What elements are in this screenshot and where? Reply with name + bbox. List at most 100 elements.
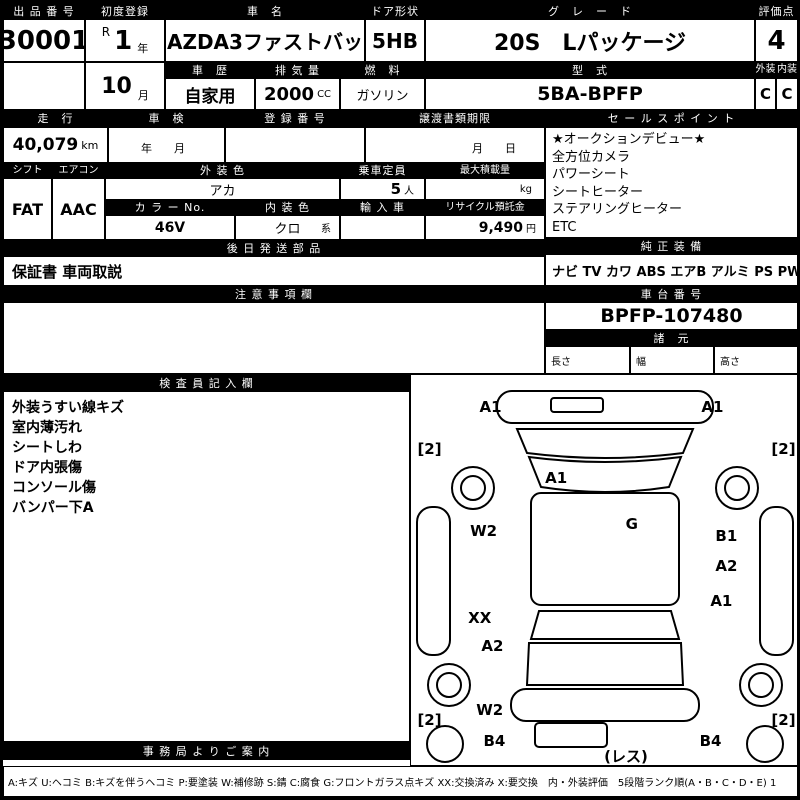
damage-mark: B4 bbox=[483, 732, 506, 751]
left-rear-wheel bbox=[427, 663, 471, 707]
sales-point-item: ステアリングヒーター bbox=[552, 202, 683, 217]
left-front-wheel bbox=[451, 466, 495, 510]
mileage-text: 40,079 bbox=[12, 135, 79, 155]
interior-color-value: クロ 系 bbox=[235, 215, 340, 240]
left-rear-wheel-hub bbox=[436, 672, 462, 698]
damage-mark: [2] bbox=[417, 711, 442, 730]
damage-mark: [2] bbox=[417, 440, 442, 459]
right-front-wheel bbox=[715, 466, 759, 510]
inspector-note-line: 外装うすい線キズ bbox=[12, 400, 124, 416]
damage-mark: W2 bbox=[470, 522, 498, 541]
inspector-note-line: 室内薄汚れ bbox=[12, 420, 82, 436]
sales-points-header: セ ー ル ス ポ イ ン ト bbox=[545, 110, 798, 127]
exterior-grade-text: C bbox=[759, 85, 771, 103]
interior-color-text: クロ bbox=[274, 222, 301, 237]
color-no-header: カ ラ ー No. bbox=[105, 200, 235, 215]
damage-mark: XX bbox=[468, 608, 492, 627]
grade-text: 20S Lパッケージ bbox=[493, 30, 687, 56]
capacity-unit: 人 bbox=[404, 185, 414, 197]
left-spare-wheel bbox=[426, 725, 464, 763]
grade-header: グ レ ー ド bbox=[425, 3, 755, 19]
registration-no-header: 登 録 番 号 bbox=[225, 110, 365, 127]
aircon-header: エアコン bbox=[52, 163, 105, 178]
office-info-header: 事 務 局 よ り ご 案 内 bbox=[3, 742, 410, 760]
chassis-no-value: BPFP-107480 bbox=[545, 302, 798, 330]
auction-no-text: 30001 bbox=[3, 25, 85, 56]
roof bbox=[530, 492, 680, 606]
capacity-number: 5 bbox=[390, 180, 401, 198]
later-parts-value: 保証書 車両取説 bbox=[3, 256, 545, 286]
damage-mark: A1 bbox=[479, 397, 502, 416]
history-value: 自家用 bbox=[165, 78, 255, 110]
left-front-wheel-hub bbox=[460, 475, 486, 501]
damage-mark: (レス) bbox=[604, 747, 648, 766]
damage-mark: A1 bbox=[701, 397, 724, 416]
interior-color-suffix: 系 bbox=[321, 224, 331, 235]
rear-window bbox=[529, 610, 681, 640]
score-text: 4 bbox=[767, 25, 786, 56]
recycle-deposit-value: 9,490 円 bbox=[425, 215, 545, 240]
interior-color-header: 内 装 色 bbox=[235, 200, 340, 215]
exterior-color-header: 外 装 色 bbox=[105, 163, 340, 178]
aircon-value: AAC bbox=[52, 178, 105, 240]
grade-value: 20S Lパッケージ bbox=[425, 19, 755, 62]
right-front-wheel-hub bbox=[724, 475, 750, 501]
fuel-header: 燃 料 bbox=[340, 62, 425, 78]
damage-mark: G bbox=[625, 515, 638, 534]
interior-grade-text: C bbox=[781, 85, 793, 103]
displacement-text: 2000 bbox=[263, 83, 315, 105]
history-header: 車 歴 bbox=[165, 62, 255, 78]
displacement-value: 2000 CC bbox=[255, 78, 340, 110]
recycle-deposit-amount: 9,490 bbox=[478, 219, 523, 236]
capacity-value: 5 人 bbox=[340, 178, 425, 200]
front-bumper bbox=[496, 390, 714, 424]
inspection-header: 車 検 bbox=[108, 110, 225, 127]
exterior-color-value: アカ bbox=[105, 178, 340, 200]
legend-text: A:キズ U:ヘコミ B:キズを伴うヘコミ P:要塗装 W:補修跡 S:錆 C:… bbox=[3, 766, 798, 797]
inspector-note-line: コンソール傷 bbox=[12, 480, 96, 496]
genuine-equipment-text: ナビ TV カワ ABS エアB アルミ PS PW bbox=[552, 264, 798, 280]
transfer-deadline-header: 譲渡書類期限 bbox=[365, 110, 545, 127]
registration-no-value bbox=[225, 127, 365, 163]
import-value bbox=[340, 215, 425, 240]
right-side-panel bbox=[759, 506, 794, 656]
auction-no-value: 30001 bbox=[3, 19, 85, 62]
first-reg-year: 1 bbox=[114, 25, 133, 56]
model-code-header: 型 式 bbox=[425, 62, 755, 78]
right-rear-wheel-hub bbox=[748, 672, 774, 698]
history-text: 自家用 bbox=[184, 86, 236, 107]
sales-point-item: シートヒーター bbox=[552, 184, 644, 200]
genuine-equipment-value: ナビ TV カワ ABS エアB アルミ PS PW bbox=[545, 254, 798, 286]
hood bbox=[515, 428, 695, 459]
displacement-unit: CC bbox=[317, 88, 332, 100]
aircon-text: AAC bbox=[60, 199, 97, 219]
import-header: 輸 入 車 bbox=[340, 200, 425, 215]
spec-header: 諸 元 bbox=[545, 330, 798, 346]
transfer-deadline-value: 月 日 bbox=[365, 127, 545, 163]
spec-length-cell: 長さ bbox=[545, 346, 630, 374]
sales-point-item: パワーシート bbox=[552, 167, 630, 182]
damage-mark: B4 bbox=[699, 732, 722, 751]
displacement-header: 排 気 量 bbox=[255, 62, 340, 78]
spec-height-cell: 高さ bbox=[714, 346, 798, 374]
caution-area bbox=[3, 302, 545, 374]
interior-grade-header: 内装 bbox=[776, 62, 798, 78]
first-registration-year-cell: R 1 年 bbox=[85, 19, 165, 62]
sales-point-item: ETC bbox=[552, 219, 577, 235]
door-shape-value: 5HB bbox=[365, 19, 425, 62]
spec-width-cell: 幅 bbox=[630, 346, 714, 374]
right-rear-wheel bbox=[739, 663, 783, 707]
first-registration-header: 初度登録 bbox=[85, 3, 165, 19]
inspection-value: 年 月 bbox=[108, 127, 225, 163]
damage-mark: A1 bbox=[545, 468, 568, 487]
interior-grade-value: C bbox=[776, 78, 798, 110]
color-no-value: 46V bbox=[105, 215, 235, 240]
chassis-no-header: 車 台 番 号 bbox=[545, 286, 798, 302]
score-value: 4 bbox=[755, 19, 798, 62]
windshield bbox=[527, 455, 683, 493]
later-parts-header: 後 日 発 送 部 品 bbox=[3, 240, 545, 256]
car-name-value: MAZDA3ファストバック bbox=[165, 19, 365, 62]
caution-header: 注 意 事 項 欄 bbox=[3, 286, 545, 302]
model-code-value: 5BA-BPFP bbox=[425, 78, 755, 110]
